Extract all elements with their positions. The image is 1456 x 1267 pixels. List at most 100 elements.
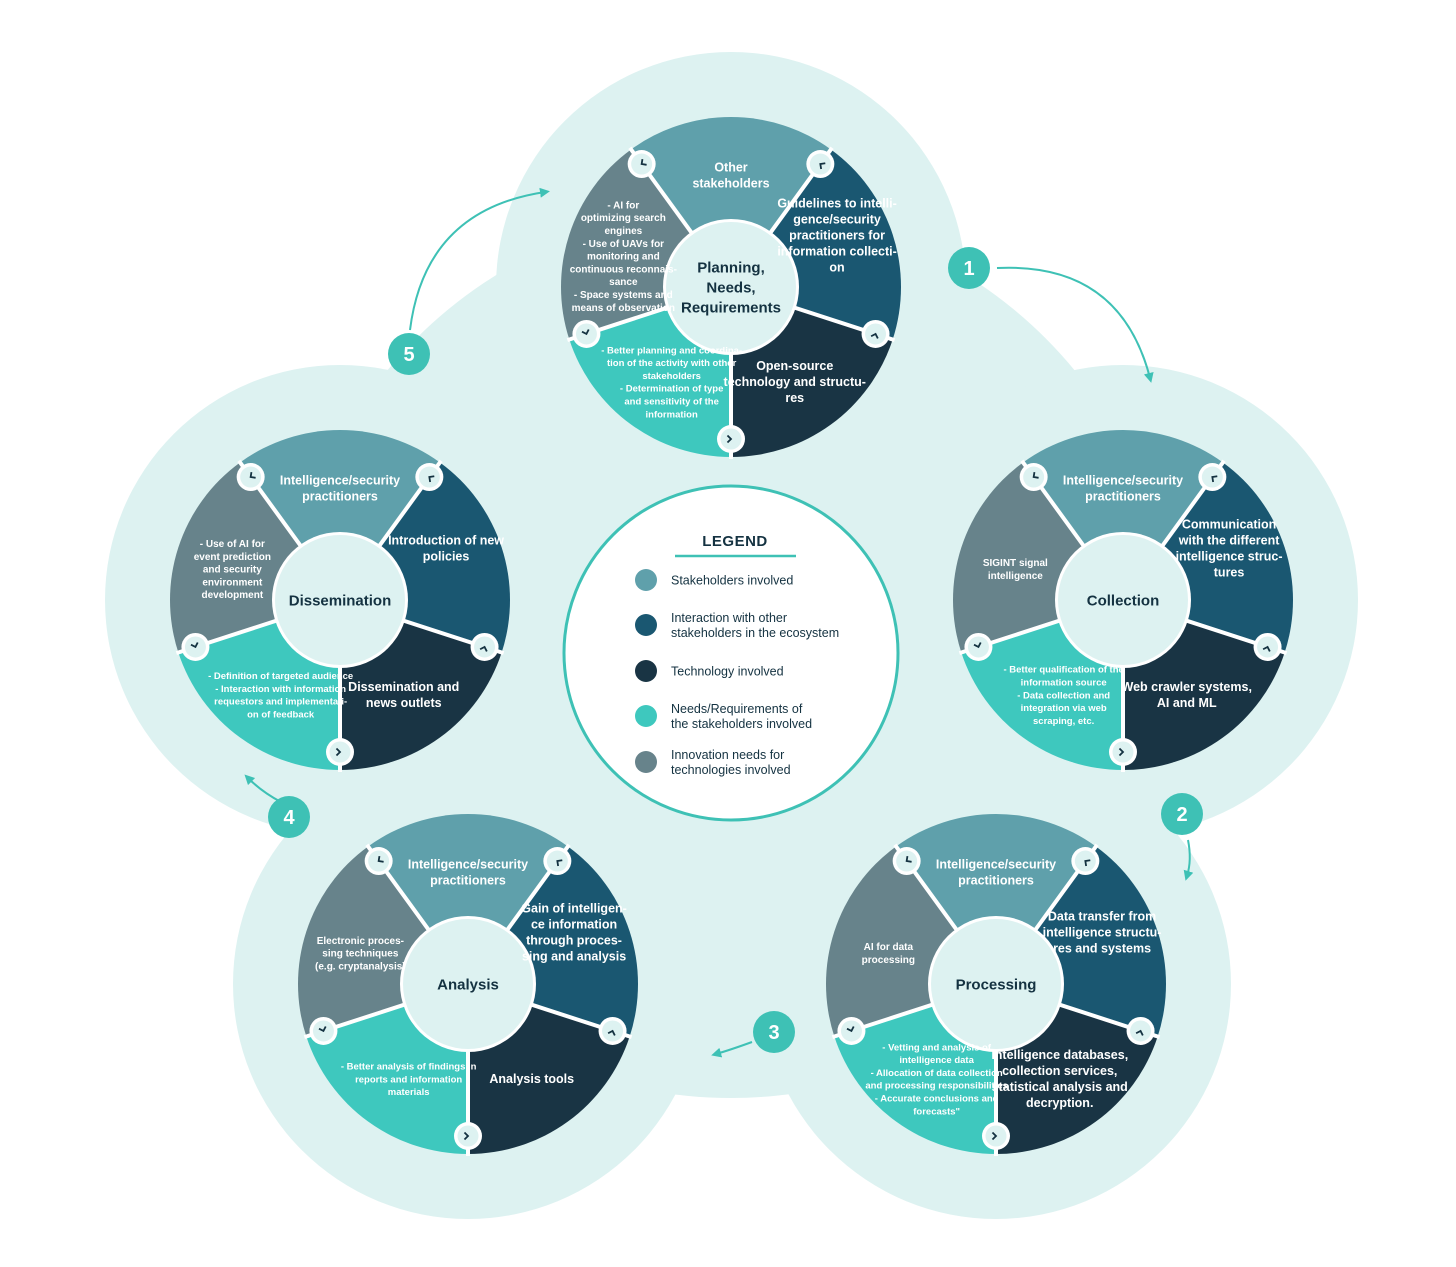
step-badge-2: 2	[1161, 793, 1203, 835]
legend-swatch	[635, 660, 657, 682]
chevron-icon	[318, 1026, 327, 1033]
stage-title: Analysis	[437, 976, 499, 993]
step-badge-circle	[388, 333, 430, 375]
chevron-icon	[607, 1029, 616, 1036]
legend-label: the stakeholders involved	[671, 717, 812, 731]
step-number: 3	[768, 1022, 779, 1044]
chevron-icon	[1211, 475, 1218, 483]
step-number: 1	[963, 258, 974, 280]
step-badge-circle	[268, 796, 310, 838]
legend-label: stakeholders in the ecosystem	[671, 626, 839, 640]
chevron-icon	[1262, 645, 1271, 652]
legend-swatch	[635, 751, 657, 773]
legend-item: Technology involved	[635, 660, 784, 682]
chevron-icon	[335, 747, 342, 757]
chevron-icon	[428, 475, 435, 483]
chevron-icon	[1032, 471, 1039, 479]
chevron-icon	[973, 642, 982, 649]
legend-label: Interaction with other	[671, 611, 787, 625]
chevron-icon	[819, 162, 826, 170]
chevron-icon	[905, 855, 912, 863]
step-number: 2	[1176, 804, 1187, 826]
segment-label-technology: Analysis tools	[489, 1072, 574, 1086]
step-badge-5: 5	[388, 333, 430, 375]
step-badge-4: 4	[268, 796, 310, 838]
segment-label-needs: - Definition of targeted audience- Inter…	[208, 671, 353, 720]
legend-swatch	[635, 705, 657, 727]
legend-label: Needs/Requirements of	[671, 702, 803, 716]
chevron-icon	[1118, 747, 1125, 757]
stage-title: Processing	[956, 976, 1037, 993]
step-badges: 1 2 3 4 5	[268, 247, 1203, 1053]
segment-label-technology: Web crawler systems,AI and ML	[1122, 680, 1252, 710]
legend-swatch	[635, 569, 657, 591]
chevron-icon	[249, 471, 256, 479]
hub	[931, 919, 1061, 1049]
segment-stakeholders	[368, 814, 568, 984]
chevron-icon	[479, 645, 488, 652]
chevron-icon	[991, 1131, 998, 1141]
stage-title: Collection	[1087, 592, 1160, 609]
segment-label-needs: - Better planning and coordina-tion of t…	[601, 345, 742, 420]
chevron-icon	[1135, 1029, 1144, 1036]
step-badge-circle	[948, 247, 990, 289]
segment-stakeholders	[240, 430, 440, 600]
legend-swatch	[635, 614, 657, 636]
chevron-icon	[640, 158, 647, 166]
legend-label: technologies involved	[671, 763, 791, 777]
hub	[1058, 535, 1188, 665]
legend-title: LEGEND	[702, 533, 768, 550]
segment-stakeholders	[1023, 430, 1223, 600]
segment-stakeholders	[896, 814, 1096, 984]
segment-label-technology: Intelligence databases,collection servic…	[991, 1048, 1128, 1110]
chevron-icon	[377, 855, 384, 863]
legend-label: Innovation needs for	[671, 748, 784, 762]
chevron-icon	[1084, 859, 1091, 867]
step-badge-circle	[753, 1011, 795, 1053]
hub	[403, 919, 533, 1049]
chevron-icon	[463, 1131, 470, 1141]
step-number: 5	[403, 344, 414, 366]
legend-item: Stakeholders involved	[635, 569, 793, 591]
chevron-icon	[726, 434, 733, 444]
stage-title: Dissemination	[289, 592, 392, 609]
cycle-arrow	[996, 266, 1154, 383]
step-badge-1: 1	[948, 247, 990, 289]
hub	[666, 222, 796, 352]
step-badge-circle	[1161, 793, 1203, 835]
step-number: 4	[283, 807, 295, 829]
segment-label-innovation: Electronic proces-sing techniques(e.g. c…	[315, 936, 406, 973]
hub	[275, 535, 405, 665]
chevron-icon	[581, 329, 590, 336]
legend-label: Stakeholders involved	[671, 574, 793, 588]
cycle-arrow	[711, 1041, 753, 1058]
chevron-icon	[846, 1026, 855, 1033]
cycle-arrow	[409, 187, 550, 331]
